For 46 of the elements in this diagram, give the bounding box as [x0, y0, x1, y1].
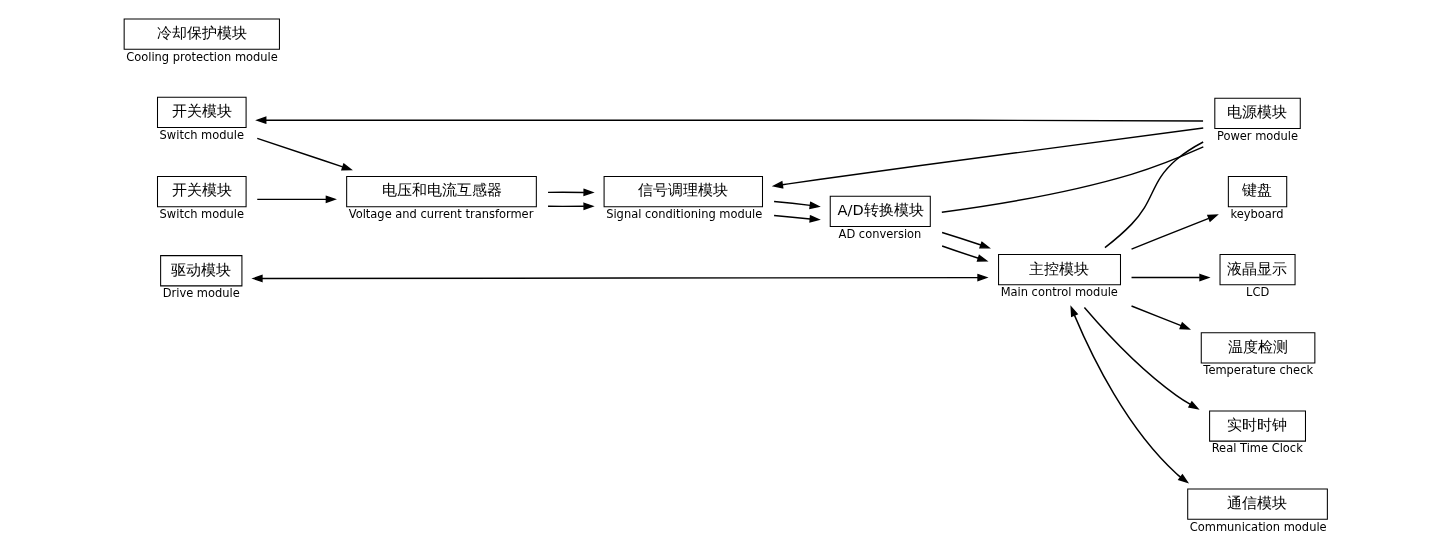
node-box: A/D转换模块	[829, 195, 931, 227]
arrow	[773, 214, 821, 223]
node-box: 实时时钟	[1209, 410, 1306, 442]
arrow	[1083, 306, 1200, 410]
arrow	[255, 116, 1204, 125]
connector	[941, 146, 1205, 213]
arrow	[1130, 305, 1192, 330]
node-box: 温度检测	[1200, 332, 1316, 364]
node-label: Communication module	[1189, 519, 1327, 534]
node-label: Signal conditioning module	[606, 206, 763, 221]
arrow	[1070, 305, 1190, 484]
node-box: 信号调理模块	[603, 175, 763, 208]
arrow	[941, 231, 991, 249]
node-label: Switch module	[159, 127, 245, 142]
node-box: 键盘	[1227, 175, 1288, 208]
arrow	[251, 273, 989, 283]
node-label: Drive module	[162, 286, 240, 301]
node-box: 液晶显示	[1219, 254, 1296, 286]
node-label: Main control module	[1000, 285, 1118, 300]
node-box: 电压和电流互感器	[346, 175, 537, 208]
node-label: AD conversion	[838, 226, 922, 241]
node-label: Temperature check	[1203, 363, 1314, 378]
node-box: 开关模块	[157, 96, 247, 128]
node-label: LCD	[1246, 285, 1270, 300]
arrow	[773, 200, 821, 210]
node-box: 通信模块	[1187, 488, 1328, 520]
arrow	[256, 137, 353, 171]
node-label: Real Time Clock	[1211, 441, 1303, 456]
node-label: Voltage and current transformer	[348, 206, 534, 221]
arrow	[1130, 273, 1211, 282]
node-label: Cooling protection module	[126, 49, 278, 64]
node-box: 冷却保护模块	[123, 18, 280, 50]
arrow	[771, 127, 1204, 189]
node-label: Switch module	[159, 206, 245, 221]
arrow	[256, 195, 337, 204]
arrow	[1130, 214, 1219, 250]
node-box: 主控模块	[998, 254, 1121, 286]
arrow	[547, 188, 595, 197]
node-box: 开关模块	[157, 175, 247, 208]
node-box: 电源模块	[1214, 97, 1301, 129]
node-label: Power module	[1216, 128, 1299, 143]
node-label: keyboard	[1230, 206, 1284, 221]
arrow	[547, 202, 595, 211]
arrow	[941, 245, 989, 262]
connector	[1104, 141, 1204, 249]
node-box: 驱动模块	[160, 255, 243, 287]
